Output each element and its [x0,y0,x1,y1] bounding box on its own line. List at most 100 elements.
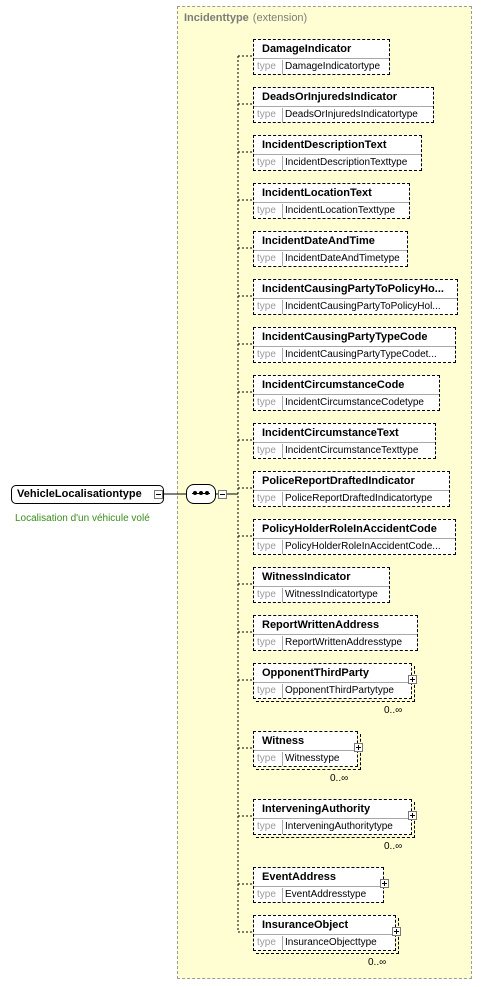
element-name: ReportWrittenAddress [262,619,380,631]
type-key: type [257,685,276,696]
type-key: type [257,493,276,504]
cardinality-label: 0..∞ [368,957,387,968]
expand-icon[interactable] [408,675,417,684]
cardinality-label: 0..∞ [330,773,349,784]
expand-icon[interactable] [392,927,401,936]
element-name: EventAddress [262,871,336,883]
extension-kind: (extension) [252,12,308,24]
element-name: PoliceReportDraftedIndicator [262,475,415,487]
type-key: type [257,253,276,264]
type-row: type InterveningAuthoritytype [254,818,411,835]
extension-title: Incidenttype(extension) [184,12,307,24]
type-key: type [257,541,276,552]
type-key: type [257,109,276,120]
type-key: type [257,205,276,216]
element-name: PolicyHolderRoleInAccidentCode [262,523,437,535]
schema-element[interactable]: PolicyHolderRoleInAccidentCode type Policy… [253,519,456,555]
type-key: type [257,821,276,832]
type-separator [282,204,283,218]
root-element-name: VehicleLocalisationtype [17,488,142,500]
type-separator [282,108,283,122]
type-row: type DamageIndicatortype [254,58,389,75]
multiplicity-shadow [256,734,361,770]
type-value: Witnesstype [285,753,340,764]
type-value: IncidentDescriptionTexttype [285,157,408,168]
sequence-compositor[interactable] [186,484,216,504]
expand-icon[interactable] [380,879,389,888]
expand-icon[interactable] [354,743,363,752]
sequence-collapse-icon[interactable] [218,490,227,499]
type-separator [282,492,283,506]
root-element[interactable]: VehicleLocalisationtype [11,485,164,504]
type-row: type PolicyHolderRoleInAccidentCode... [254,538,455,555]
type-separator [282,300,283,314]
type-key: type [257,937,276,948]
type-key: type [257,753,276,764]
expand-icon[interactable] [408,811,417,820]
type-separator [282,752,283,766]
type-value: WitnessIndicatortype [285,589,378,600]
type-separator [282,684,283,698]
type-row: type OpponentThirdPartytype [254,682,411,699]
element-name: DeadsOrInjuredsIndicator [262,91,398,103]
type-row: type IncidentDescriptionTexttype [254,154,421,171]
type-separator [282,348,283,362]
cardinality-label: 0..∞ [384,841,403,852]
element-name: OpponentThirdParty [262,667,369,679]
multiplicity-shadow [256,802,415,838]
element-name: IncidentCircumstanceText [262,427,399,439]
type-key: type [257,157,276,168]
type-key: type [257,445,276,456]
type-separator [282,588,283,602]
multiplicity-shadow [256,918,399,954]
sequence-dot [199,491,203,495]
type-value: PoliceReportDraftedIndicatortype [285,493,433,504]
type-separator [282,540,283,554]
type-key: type [257,61,276,72]
type-value: DamageIndicatortype [285,61,381,72]
element-name: IncidentDateAndTime [262,235,375,247]
cardinality-label: 0..∞ [384,705,403,716]
type-separator [282,888,283,902]
root-description: Localisation d'un véhicule volé [15,513,150,524]
type-value: InterveningAuthoritytype [285,821,393,832]
type-key: type [257,349,276,360]
type-row: type Witnesstype [254,750,357,767]
type-value: ReportWrittenAddresstype [285,637,403,648]
type-separator [282,396,283,410]
type-row: type PoliceReportDraftedIndicatortype [254,490,449,507]
element-name: InsuranceObject [262,919,349,931]
type-separator [282,60,283,74]
type-value: PolicyHolderRoleInAccidentCode... [285,541,441,552]
type-value: OpponentThirdPartytype [285,685,394,696]
collapse-icon[interactable] [154,490,163,499]
element-name: IncidentCircumstanceCode [262,379,405,391]
